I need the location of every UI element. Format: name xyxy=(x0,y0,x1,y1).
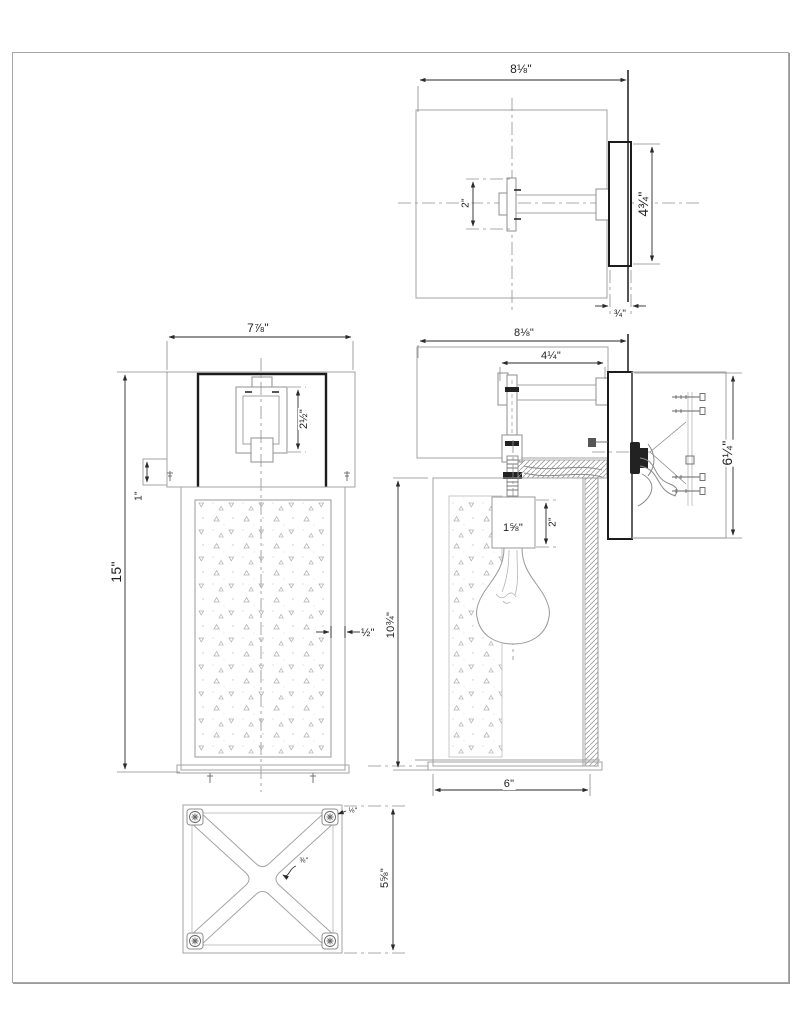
dim-front-wall-step: 1" xyxy=(133,490,145,502)
dim-front-frame-width: ½" xyxy=(360,627,376,639)
dim-bottom-edge-thickness: ⅛" xyxy=(348,807,358,815)
bottom-view xyxy=(182,804,408,954)
dim-front-bracket-height: 2½" xyxy=(298,407,310,431)
side-section-view xyxy=(368,334,742,796)
dim-side-socket-width: 1⅝" xyxy=(501,522,525,534)
dim-top-overall-width: 8⅛" xyxy=(509,62,533,76)
dim-top-bracket-height: 2" xyxy=(460,197,472,209)
dim-side-backplate-height: 6¼" xyxy=(719,439,735,467)
dim-top-backplate-height: 4¾" xyxy=(635,190,651,218)
dim-bottom-plate-size: 5⅝" xyxy=(379,866,391,890)
dim-front-overall-width: 7⅞" xyxy=(246,321,270,335)
sheet-border xyxy=(12,52,789,983)
dim-bottom-brace-width: ⅜" xyxy=(299,857,309,865)
dim-top-backplate-depth: ¾" xyxy=(612,308,628,320)
dim-front-overall-height: 15" xyxy=(108,560,124,584)
dim-side-overall-depth: 8⅛" xyxy=(512,327,536,339)
dim-side-glass-height: 10¾" xyxy=(385,610,397,640)
top-view xyxy=(398,70,700,318)
front-view xyxy=(117,334,360,792)
dim-side-arm-length: 4¼" xyxy=(539,350,563,362)
dim-side-body-depth: 6" xyxy=(502,778,516,790)
dim-side-socket-height: 2" xyxy=(547,516,559,528)
